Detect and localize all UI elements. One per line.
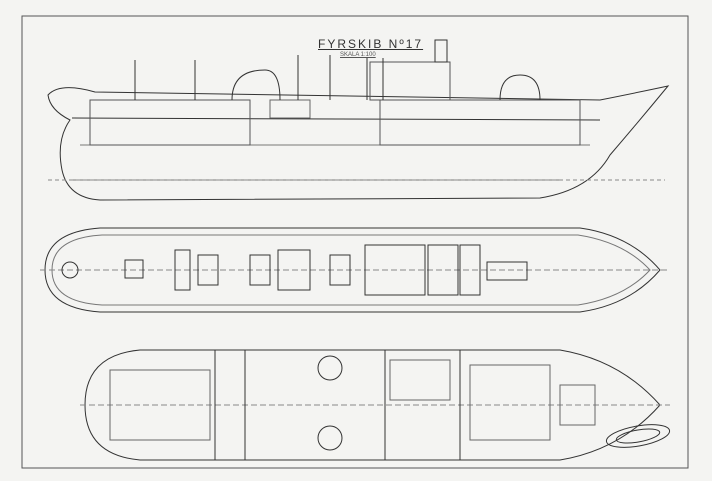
deck-plan (40, 227, 670, 313)
drawing-scale: SKALA 1:100 (340, 52, 376, 58)
archive-stamp (605, 424, 671, 448)
drawing-title: FYRSKIB Nº17 (318, 37, 424, 51)
profile-view (47, 39, 670, 201)
lower-deck-plan (80, 349, 670, 461)
drawing-frame (21, 15, 689, 469)
